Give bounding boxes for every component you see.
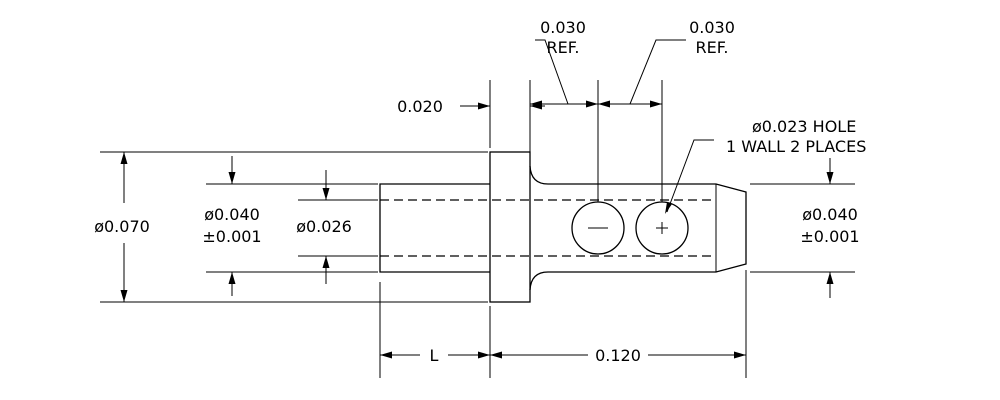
inner-diameter-value: ø0.026 [296,217,352,236]
dim-length-l: L [380,346,490,365]
hole-right [635,201,689,255]
shank-diameter-value: ø0.040 [802,205,858,224]
hole-callout-line2: 1 WALL 2 PLACES [726,137,866,156]
hole-callout-line1: ø0.023 HOLE [752,117,856,136]
overall-length-value: 0.120 [595,346,641,365]
dim-flange-thickness: 0.020 [397,97,545,116]
ref-left-note: REF. [547,38,580,57]
dim-ref-left: 0.030 REF. [530,18,598,108]
hidden-bore-lines [380,199,716,257]
bore-diameter-tolerance: ±0.001 [202,227,261,246]
flange-diameter-value: ø0.070 [94,217,150,236]
extension-lines [100,80,855,378]
ref-right-note: REF. [696,38,729,57]
dim-flange-diameter: ø0.070 [94,152,150,302]
dim-inner-diameter: ø0.026 [296,170,352,284]
flange-thickness-value: 0.020 [397,97,443,116]
ref-right-value: 0.030 [689,18,735,37]
part-outline [379,151,747,303]
dim-bore-diameter: ø0.040 ±0.001 [202,156,262,296]
length-l-label: L [430,346,439,365]
hole-left [571,201,625,255]
dim-shank-diameter: ø0.040 ±0.001 [800,158,860,298]
hole-callout: ø0.023 HOLE 1 WALL 2 PLACES [665,117,866,214]
ref-left-value: 0.030 [540,18,586,37]
bore-diameter-value: ø0.040 [204,205,260,224]
dim-overall-length: 0.120 [490,346,746,365]
dim-ref-right: 0.030 REF. [598,18,735,108]
shank-diameter-tolerance: ±0.001 [800,227,859,246]
